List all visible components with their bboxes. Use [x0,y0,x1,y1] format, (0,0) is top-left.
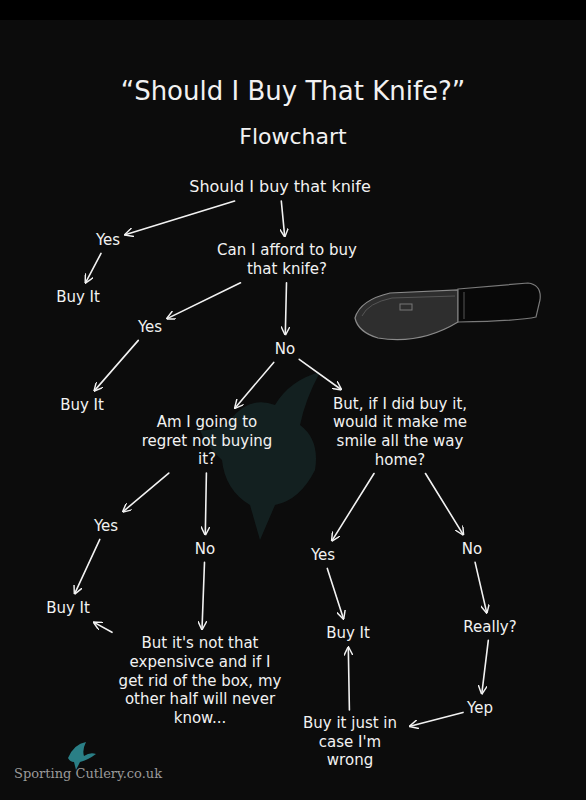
flow-arrow [235,362,274,408]
step-text: Really? [463,618,516,637]
flow-step: Really? [463,618,516,637]
watermark: Sporting Cutlery.co.uk [14,766,162,781]
flow-step: Am I going to regret not buying it? [140,413,275,469]
step-text: Should I buy that knife [189,177,370,197]
flow-step: But it's not that expensivce and if I ge… [116,634,284,728]
knife-drawing [355,283,540,340]
flow-step: No [195,540,215,559]
step-text: No [275,340,295,359]
step-text: Can I afford to buy that knife? [207,241,367,279]
flow-step: Buy It [56,288,100,307]
watermark-bird [68,742,96,770]
flow-arrow [285,283,286,335]
flow-arrow [475,562,487,612]
flow-arrow [299,359,341,389]
bird-silhouette [200,372,320,540]
step-text: Buy It [60,396,104,415]
flow-step: No [462,540,482,559]
flow-arrow [327,568,343,618]
step-text: Yes [96,231,120,250]
subtitle: Flowchart [0,124,586,149]
flow-arrow [86,253,101,282]
chart-title: “Should I Buy That Knife?” [0,76,586,106]
flow-arrow [426,474,464,535]
step-text: Buy It [326,624,370,643]
flow-arrow [125,201,235,235]
flow-arrow [281,201,284,236]
flow-arrow [205,473,206,534]
flow-arrow [332,474,374,541]
flow-arrow [167,283,240,319]
flow-step: Buy It [46,599,90,618]
flow-step: Yep [467,699,493,718]
flow-arrow [94,622,112,632]
step-text: Yes [311,546,335,565]
flow-step: Yes [138,318,162,337]
flow-arrow [75,539,100,593]
flow-step: Yes [96,231,120,250]
step-text: Yes [138,318,162,337]
step-text: Buy It [56,288,100,307]
flow-arrow [348,647,349,710]
flow-step: Buy It [326,624,370,643]
flow-arrow [410,712,463,726]
flow-step: Buy It [60,396,104,415]
step-text: But, if I did buy it, would it make me s… [325,395,475,470]
flow-arrow [95,340,139,390]
flow-step: No [275,340,295,359]
flow-arrow [202,562,205,629]
step-text: Buy It [46,599,90,618]
step-text: Yes [94,517,118,536]
flow-step: Yes [311,546,335,565]
step-text: Yep [467,699,493,718]
step-text: No [195,540,215,559]
step-text: No [462,540,482,559]
flow-step: Buy it just in case I'm wrong [295,714,405,770]
flow-arrow [482,640,489,693]
flow-arrow [123,473,169,512]
flow-step: Can I afford to buy that knife? [207,241,367,279]
flow-step: Yes [94,517,118,536]
flow-step: Should I buy that knife [189,177,370,197]
step-text: But it's not that expensivce and if I ge… [116,634,284,728]
step-text: Am I going to regret not buying it? [140,413,275,469]
flow-step: But, if I did buy it, would it make me s… [325,395,475,470]
top-bar [0,0,586,20]
step-text: Buy it just in case I'm wrong [295,714,405,770]
